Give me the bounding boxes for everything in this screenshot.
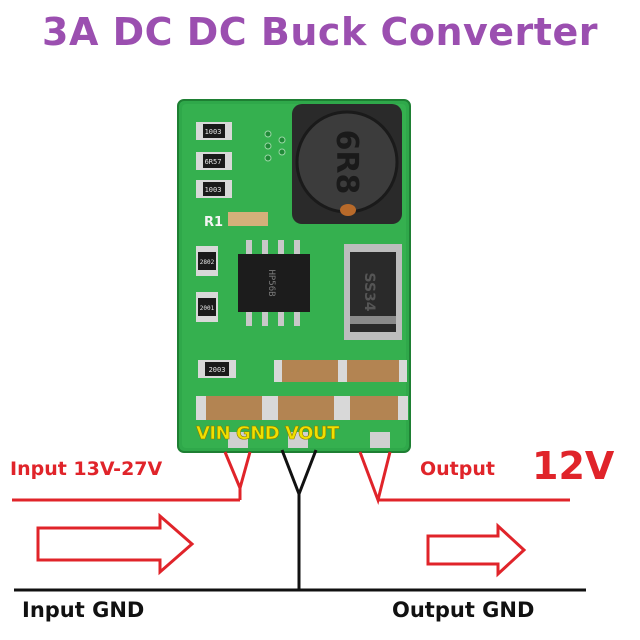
input-voltage-label: Input 13V-27V: [10, 458, 163, 480]
output-voltage-label: 12V: [532, 444, 615, 488]
wiring: [12, 449, 586, 592]
resistor-code-6: 2003: [209, 366, 226, 374]
capacitors: [196, 360, 408, 420]
ic-marking: HP56B: [266, 269, 276, 296]
output-label: Output: [420, 458, 495, 480]
resistor-code-4: 2802: [200, 259, 215, 266]
output-arrow: [426, 522, 527, 578]
inductor-marking: 6R8: [329, 130, 364, 195]
schottky-diode: SS34: [344, 244, 402, 340]
resistor-code-5: 2001: [200, 305, 215, 312]
smd-resistors-left: [196, 122, 236, 378]
inductor: 6R8: [292, 104, 402, 224]
resistor-code-1: 1003: [205, 128, 222, 136]
pcb-board: 1003 6R57 1003 2802 2001 2003 R1 6R8 HP5: [177, 99, 411, 453]
r1-label: R1: [204, 215, 223, 230]
output-gnd-label: Output GND: [392, 598, 535, 622]
pin-labels: VIN GND VOUT: [196, 423, 340, 445]
input-gnd-label: Input GND: [22, 598, 145, 622]
resistor-code-2: 6R57: [205, 158, 222, 166]
ic-chip: HP56B: [238, 240, 310, 326]
page-title: 3A DC DC Buck Converter: [42, 10, 598, 54]
diode-marking: SS34: [361, 272, 377, 311]
pin-pads: [228, 432, 390, 448]
resistor-code-3: 1003: [205, 186, 222, 194]
input-arrow: [36, 512, 195, 576]
